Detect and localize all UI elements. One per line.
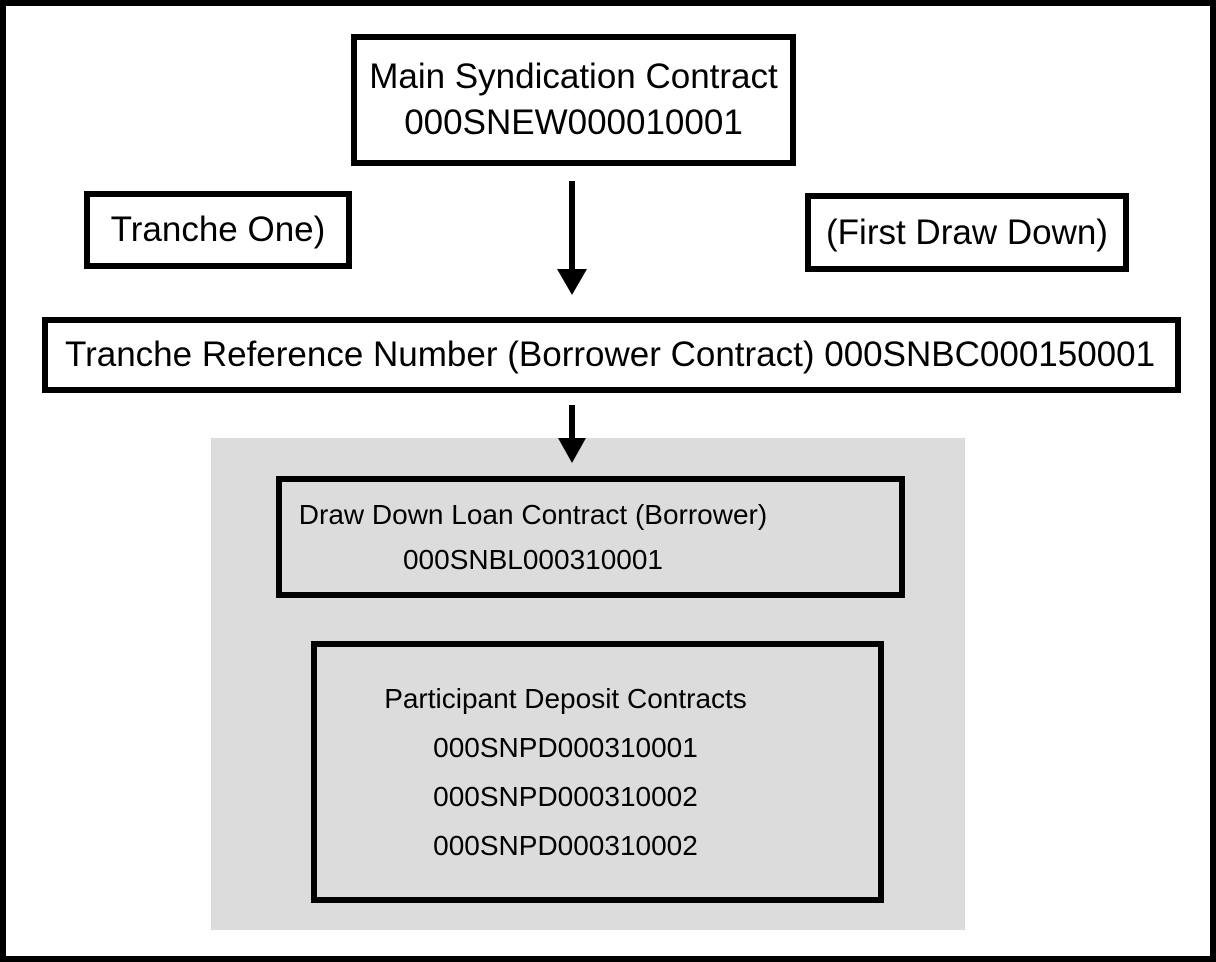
main-contract-number: 000SNEW000010001 bbox=[404, 103, 743, 142]
draw-down-group-panel: Draw Down Loan Contract (Borrower) 000SN… bbox=[211, 438, 965, 930]
participant-deposit-number: 000SNPD000310002 bbox=[433, 830, 698, 861]
tranche-reference-number-box: Tranche Reference Number (Borrower Contr… bbox=[42, 317, 1181, 393]
participant-deposit-title: Participant Deposit Contracts bbox=[384, 683, 747, 714]
tranche-one-label: Tranche One) bbox=[110, 210, 326, 249]
first-draw-down-label: (First Draw Down) bbox=[826, 212, 1108, 252]
arrow-head-icon bbox=[558, 438, 586, 463]
tranche-one-label-box: Tranche One) bbox=[84, 191, 352, 269]
down-arrow-main-to-tranche bbox=[557, 181, 587, 295]
main-syndication-contract-box: Main Syndication Contract 000SNEW0000100… bbox=[351, 34, 796, 166]
first-draw-down-label-box: (First Draw Down) bbox=[805, 193, 1129, 272]
participant-deposit-contracts-box: Participant Deposit Contracts 000SNPD000… bbox=[311, 641, 884, 903]
down-arrow-tranche-to-group bbox=[557, 405, 587, 463]
arrow-stem bbox=[569, 405, 575, 438]
tranche-reference-label: Tranche Reference Number (Borrower Contr… bbox=[65, 335, 1156, 374]
arrow-stem bbox=[569, 181, 575, 269]
participant-deposit-number: 000SNPD000310002 bbox=[433, 781, 698, 812]
draw-down-loan-number: 000SNBL000310001 bbox=[402, 544, 663, 575]
draw-down-loan-contract-box: Draw Down Loan Contract (Borrower) 000SN… bbox=[276, 476, 905, 598]
participant-deposit-number: 000SNPD000310001 bbox=[433, 732, 698, 763]
main-contract-title: Main Syndication Contract bbox=[369, 57, 778, 96]
draw-down-loan-title: Draw Down Loan Contract (Borrower) bbox=[298, 499, 768, 530]
arrow-head-icon bbox=[557, 269, 587, 295]
